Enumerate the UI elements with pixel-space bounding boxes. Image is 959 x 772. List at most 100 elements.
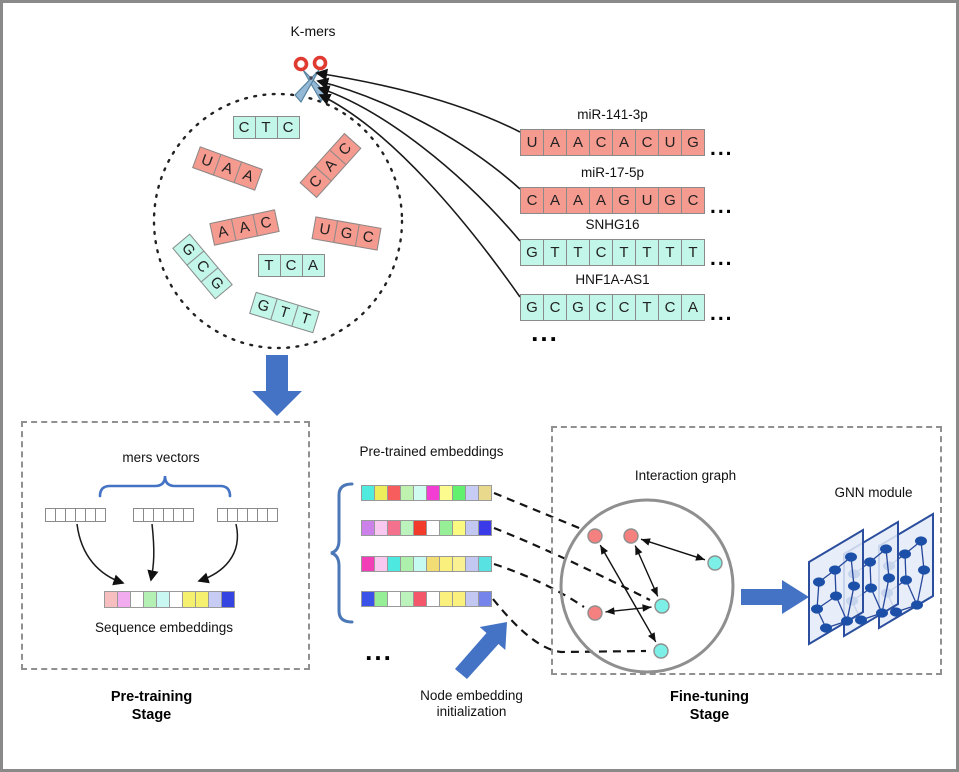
embedding-cell — [439, 556, 453, 572]
interaction-graph-edges — [599, 538, 706, 643]
finetuning-stage-label: Fine-tuning Stage — [637, 688, 782, 724]
finetuning-stage-line1: Fine-tuning — [670, 689, 749, 705]
embedding-cell — [361, 591, 375, 607]
sequence-embedding-row — [104, 591, 235, 608]
embedding-cell — [400, 556, 414, 572]
embedding-cell — [452, 556, 466, 572]
nucleotide-cell: T — [635, 239, 659, 266]
embedding-cell — [465, 556, 479, 572]
pretrained-embedding-row — [361, 485, 492, 501]
interaction-graph-label: Interaction graph — [634, 468, 737, 483]
edge-arrowhead — [640, 538, 651, 546]
node-embedding-label: Node embedding initialization — [399, 688, 544, 720]
pretrained-embeddings-label: Pre-trained embeddings — [359, 444, 504, 459]
gnn-node — [890, 607, 902, 617]
node-embedding-line2: initialization — [436, 704, 507, 719]
embedding-cell — [426, 485, 440, 501]
gnn-layer — [808, 528, 864, 646]
sequence-embedding-cell — [195, 591, 209, 608]
pretraining-stage-box — [21, 421, 310, 670]
embedding-cell — [400, 520, 414, 536]
gnn-node — [911, 600, 923, 610]
gnn-node — [865, 583, 877, 593]
gnn-node — [876, 608, 888, 618]
nucleotide-cell: G — [520, 294, 544, 321]
nucleotide-cell: A — [543, 187, 567, 214]
nucleotide-cell: A — [566, 187, 590, 214]
embedding-cell — [478, 520, 492, 536]
embedding-cell — [426, 556, 440, 572]
edge-arrowhead — [647, 632, 656, 642]
gnn-node — [813, 577, 825, 587]
gnn-node — [855, 615, 867, 625]
gnn-edge — [846, 585, 855, 622]
sequence-embedding-cell — [117, 591, 131, 608]
sequence-ellipsis: ... — [710, 302, 734, 325]
kmer-letter-cell: T — [257, 253, 281, 277]
interaction-graph-nodes — [587, 528, 723, 659]
embedding-cell — [387, 520, 401, 536]
gnn-node — [830, 591, 842, 601]
gnn-node — [845, 552, 857, 562]
sequence-name: miR-17-5p — [580, 165, 645, 180]
pretrained-embeddings-brace — [330, 482, 354, 624]
edge-arrowhead — [650, 586, 658, 597]
pretraining-stage-line2: Stage — [131, 707, 172, 723]
sequence-ellipsis: ... — [710, 137, 734, 160]
sequence-embedding-cell — [130, 591, 144, 608]
embedding-cell — [439, 591, 453, 607]
rna-node-red — [587, 528, 603, 544]
interaction-edge — [640, 538, 706, 561]
kmer-pool-circle — [152, 92, 404, 350]
gnn-node — [811, 604, 823, 614]
nucleotide-cell: A — [566, 129, 590, 156]
sequence-ellipsis: ... — [710, 195, 734, 218]
nucleotide-cell: T — [635, 294, 659, 321]
rna-node-cyan — [654, 598, 670, 614]
pretrained-embedding-row — [361, 520, 492, 536]
embedding-cell — [478, 591, 492, 607]
embedding-cell — [374, 556, 388, 572]
embedding-cell — [465, 591, 479, 607]
down-arrow — [252, 355, 302, 416]
sequences-ellipsis: ... — [531, 317, 559, 347]
interaction-graph-circle — [559, 498, 735, 674]
embedding-cell — [387, 591, 401, 607]
embedding-cell — [361, 485, 375, 501]
nucleotide-cell: T — [658, 239, 682, 266]
sequence-embedding-cell — [208, 591, 222, 608]
nucleotide-cell: G — [681, 129, 705, 156]
sequence-name: HNF1A-AS1 — [575, 272, 650, 287]
nucleotide-cell: C — [589, 294, 613, 321]
mers-vector-cell — [95, 508, 106, 522]
gnn-node — [900, 575, 912, 585]
gnn-node — [848, 581, 860, 591]
nucleotide-cell: C — [681, 187, 705, 214]
embedding-cell — [413, 520, 427, 536]
graph-to-gnn-arrow — [741, 580, 809, 614]
embedding-cell — [400, 591, 414, 607]
gnn-node — [829, 565, 841, 575]
nucleotide-cell: G — [612, 187, 636, 214]
embedding-cell — [413, 485, 427, 501]
sequence-embedding-cell — [182, 591, 196, 608]
rna-node-cyan — [707, 555, 723, 571]
gnn-edge — [920, 540, 925, 571]
nucleotide-cell: T — [612, 239, 636, 266]
node-embedding-line1: Node embedding — [420, 688, 523, 703]
gnn-edge — [885, 548, 890, 579]
embedding-cell — [452, 485, 466, 501]
sequence-embeddings-label: Sequence embeddings — [94, 620, 234, 635]
pretraining-stage-line1: Pre-training — [110, 689, 193, 705]
embedding-cell — [361, 520, 375, 536]
nucleotide-cell: G — [520, 239, 544, 266]
pretraining-stage-label: Pre-training Stage — [69, 688, 234, 724]
rna-node-red — [623, 528, 639, 544]
edge-arrowhead — [635, 545, 643, 556]
rna-node-red — [587, 605, 603, 621]
